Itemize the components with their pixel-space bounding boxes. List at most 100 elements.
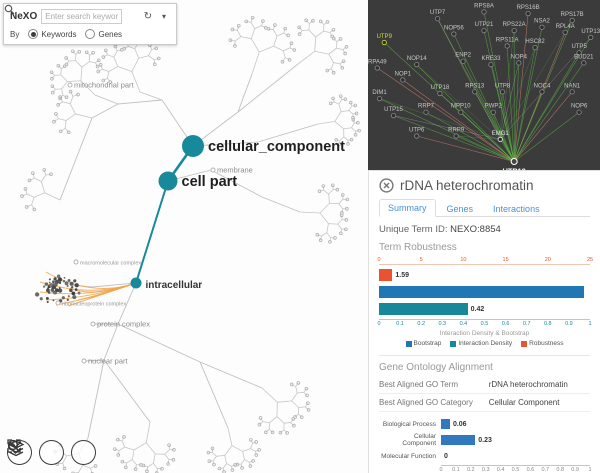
zoom-out-button[interactable]	[7, 439, 64, 465]
cluster-node[interactable]	[57, 277, 63, 282]
tree-branch-node[interactable]	[55, 300, 61, 306]
radio-icon[interactable]	[85, 29, 96, 39]
network-node-label[interactable]: RPS17B	[561, 12, 584, 18]
cluster-node[interactable]	[56, 274, 61, 279]
network-node-label[interactable]: NOP56	[444, 26, 464, 32]
tree-node-intracellular[interactable]	[130, 277, 142, 289]
network-node-label[interactable]: KRE33	[481, 56, 501, 62]
network-node-KRE33[interactable]	[488, 61, 494, 68]
network-node-ENP2[interactable]	[460, 58, 466, 64]
cluster-node[interactable]	[46, 288, 50, 293]
network-node-label[interactable]: RPS16B	[517, 5, 540, 11]
network-node-UTP10[interactable]	[510, 157, 518, 166]
network-node-UTP6[interactable]	[414, 133, 420, 139]
gene-network-panel[interactable]: UTP7 RPS8A RPS16B RPS17B NOP56 UTP21 RPS22A NSA…	[368, 0, 600, 170]
network-node-label[interactable]: RPL4A	[556, 24, 575, 30]
network-node-label[interactable]: PWP2	[485, 104, 503, 110]
network-node-label[interactable]: UTP13	[581, 29, 600, 35]
network-node-UTP15[interactable]	[390, 113, 397, 119]
network-node-label[interactable]: UTP7	[430, 10, 446, 16]
network-node-label[interactable]: RPS8A	[474, 3, 494, 9]
tree-branch-node[interactable]	[90, 321, 96, 327]
network-node-label[interactable]: NAN1	[564, 83, 581, 89]
network-node-label[interactable]: UTP8	[495, 83, 511, 89]
tab-summary[interactable]: Summary	[379, 199, 436, 217]
network-node-UTP7[interactable]	[435, 16, 441, 22]
dense-cluster[interactable]	[34, 274, 81, 304]
network-node-label[interactable]: NOP1	[395, 71, 412, 77]
network-node-label[interactable]: RPA49	[368, 60, 387, 66]
network-node-label[interactable]: RRP7	[418, 104, 435, 110]
network-node-label[interactable]: NOC4	[534, 83, 551, 89]
network-node-label[interactable]: RPS11A	[496, 37, 519, 43]
network-node-label[interactable]: NSA2	[534, 19, 550, 25]
cluster-node[interactable]	[72, 295, 77, 300]
cluster-node[interactable]	[51, 280, 55, 284]
network-node-DIM1[interactable]	[377, 96, 383, 102]
close-icon[interactable]	[379, 178, 394, 193]
network-node-label[interactable]: UTP9	[377, 34, 393, 40]
tab-genes[interactable]: Genes	[446, 204, 474, 214]
network-node-label[interactable]: RPS22A	[503, 22, 526, 28]
expand-all-button[interactable]	[9, 439, 130, 466]
search-icon[interactable]	[4, 4, 138, 23]
cluster-node[interactable]	[69, 288, 73, 293]
network-node-RPS8A[interactable]	[481, 9, 487, 15]
network-node-RPS11A[interactable]	[504, 43, 510, 49]
network-node-UTP8[interactable]	[499, 89, 506, 95]
network-node-label[interactable]: EMG1	[492, 131, 510, 137]
cluster-node[interactable]	[64, 281, 69, 286]
network-node-label[interactable]: RRP9	[448, 128, 465, 134]
tree-branch-node[interactable]	[210, 167, 216, 173]
network-node-label[interactable]: UTP6	[409, 128, 425, 134]
network-node-UTP5[interactable]	[576, 50, 582, 56]
tree-branch-label[interactable]: membrane	[217, 166, 253, 175]
reset-icon[interactable]: ↻	[143, 11, 153, 22]
network-node-RRP7[interactable]	[423, 109, 429, 115]
network-node-label[interactable]: NOP4	[511, 54, 528, 60]
network-node-RRP9[interactable]	[453, 133, 459, 139]
tree-branch-label[interactable]: mitochondrial part	[74, 81, 135, 90]
cluster-node[interactable]	[53, 282, 58, 287]
network-node-label[interactable]: DIM1	[372, 90, 387, 96]
network-node-label[interactable]: UTP10	[502, 167, 525, 171]
cluster-node[interactable]	[74, 288, 78, 291]
tree-branch-node[interactable]	[81, 358, 87, 364]
network-node-EMG1[interactable]	[497, 136, 503, 142]
tree-branch-label[interactable]: protein complex	[97, 320, 150, 329]
cluster-node[interactable]	[71, 291, 76, 296]
network-node-RPA49[interactable]	[374, 65, 380, 71]
network-node-label[interactable]: UTP18	[431, 85, 450, 91]
cluster-node[interactable]	[70, 286, 74, 289]
tree-node-cell-part[interactable]	[158, 171, 178, 191]
network-node-BUD21[interactable]	[581, 60, 587, 66]
tree-branch-label[interactable]: ribonucleoprotein complex	[62, 302, 126, 308]
tree-node-label[interactable]: cell part	[182, 174, 238, 190]
network-node-label[interactable]: RPS13	[465, 83, 485, 89]
network-node-label[interactable]: MPP10	[451, 104, 471, 110]
cluster-node[interactable]	[48, 281, 51, 284]
cluster-node[interactable]	[48, 278, 51, 281]
network-node-NOP4[interactable]	[516, 60, 522, 66]
network-node-NOC4[interactable]	[539, 89, 545, 95]
network-node-label[interactable]: ENP2	[455, 53, 471, 59]
cluster-node[interactable]	[44, 282, 49, 286]
network-node-NAN1[interactable]	[569, 89, 575, 95]
network-node-PWP2[interactable]	[490, 109, 496, 115]
network-node-NOP6[interactable]	[576, 109, 582, 115]
network-node-label[interactable]: NOP6	[571, 104, 588, 110]
network-node-NOP56[interactable]	[451, 31, 457, 37]
tree-branch-label[interactable]: macromolecular complex	[80, 261, 141, 267]
network-node-RPS17B[interactable]	[569, 17, 575, 23]
network-node-label[interactable]: UTP21	[475, 22, 494, 28]
search-input[interactable]	[41, 9, 122, 24]
tree-branch-label[interactable]: nuclear part	[88, 357, 129, 366]
cluster-node[interactable]	[67, 279, 71, 282]
radio-icon[interactable]	[28, 29, 39, 39]
network-node-label[interactable]: UTP15	[384, 107, 403, 113]
network-node-UTP21[interactable]	[481, 27, 487, 34]
tree-node-label[interactable]: intracellular	[146, 280, 203, 291]
cluster-node[interactable]	[54, 288, 59, 292]
